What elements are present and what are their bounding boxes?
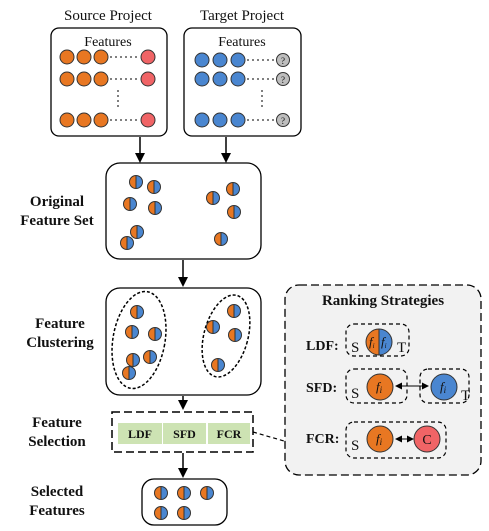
ldf-source-letter: S — [351, 340, 359, 356]
fcr-row-label: FCR: — [306, 432, 339, 447]
strategy-ldf[interactable]: LDF — [118, 423, 162, 444]
source-project-box: Features — [50, 27, 168, 137]
svg-text:fi: fi — [376, 379, 383, 395]
source-feature-row — [59, 71, 156, 87]
ldf-group — [345, 323, 410, 357]
feature-node — [129, 175, 143, 189]
ldf-source-feature-symbol: fi — [369, 334, 375, 350]
feature-clustering-box — [105, 287, 262, 396]
ldf-target-feature-symbol: fi — [381, 334, 387, 350]
fcr-group — [345, 421, 447, 459]
feature-node — [177, 486, 191, 500]
target-project-box: Features ? ? ? — [183, 27, 302, 137]
feature-node — [130, 225, 144, 239]
feature-node — [206, 191, 220, 205]
source-feature-row — [59, 112, 156, 128]
source-features-label: Features — [84, 35, 131, 50]
feature-node — [214, 232, 228, 246]
original-feature-set-label-line2: Feature Set — [20, 213, 93, 229]
target-project-title: Target Project — [200, 8, 285, 24]
feature-node — [122, 366, 136, 380]
unknown-label-mark: ? — [281, 116, 285, 126]
feature-node — [154, 486, 168, 500]
source-feature-row — [59, 49, 156, 65]
original-feature-set-label-line1: Original — [30, 194, 84, 210]
svg-text:fi: fi — [376, 431, 383, 447]
fcr-feature: fi — [366, 425, 394, 453]
svg-text:fi: fi — [440, 379, 447, 395]
cluster-ellipse — [111, 290, 167, 390]
sfd-target-letter: T — [461, 388, 470, 404]
feature-clustering-label-line1: Feature — [35, 316, 85, 332]
feature-node — [126, 353, 140, 367]
feature-selection-box: LDF SFD FCR — [111, 411, 254, 453]
ranking-strategies-title: Ranking Strategies — [322, 293, 444, 309]
feature-node — [211, 358, 225, 372]
feature-node — [226, 182, 240, 196]
fcr-source-letter: S — [351, 438, 359, 454]
feature-node — [130, 305, 144, 319]
cluster-ellipse — [201, 294, 251, 378]
strategy-fcr-label: FCR — [217, 427, 242, 441]
selected-features-label-line2: Features — [29, 503, 85, 519]
class-letter: C — [422, 433, 431, 448]
strategy-fcr[interactable]: FCR — [208, 423, 250, 444]
feature-node — [147, 180, 161, 194]
target-features-label: Features — [218, 35, 265, 50]
feature-node — [227, 304, 241, 318]
feature-node — [228, 328, 242, 342]
feature-node — [200, 486, 214, 500]
ranking-strategies-panel: Ranking Strategies LDF: S fi fi T SFD: S… — [284, 284, 482, 476]
strategy-sfd-label: SFD — [173, 427, 196, 441]
strategy-ldf-label: LDF — [128, 427, 152, 441]
target-feature-row: ? — [194, 52, 290, 68]
selection-to-ranking-connector — [252, 431, 285, 442]
feature-clustering-label-line2: Clustering — [26, 335, 94, 351]
strategy-sfd[interactable]: SFD — [163, 423, 206, 444]
sfd-row-label: SFD: — [306, 381, 337, 396]
unknown-label-mark: ? — [281, 56, 285, 66]
fcr-class-node: C — [413, 425, 441, 453]
feature-node — [148, 327, 162, 341]
ldf-target-letter: T — [397, 340, 406, 356]
target-feature-row: ? — [194, 112, 290, 128]
feature-node — [125, 325, 139, 339]
sfd-source-feature: fi — [366, 373, 394, 401]
feature-node — [120, 236, 134, 250]
sfd-target-feature: fi — [430, 373, 458, 401]
feature-node — [154, 506, 168, 520]
sfd-target-group — [419, 368, 470, 404]
feature-selection-label-line1: Feature — [32, 415, 82, 431]
feature-node — [177, 506, 191, 520]
feature-node — [227, 205, 241, 219]
feature-node — [148, 201, 162, 215]
feature-node — [206, 320, 220, 334]
original-feature-set-box — [105, 162, 262, 260]
ldf-row-label: LDF: — [306, 339, 339, 354]
feature-selection-label-line2: Selection — [28, 434, 86, 450]
selected-features-label-line1: Selected — [31, 484, 84, 500]
source-project-title: Source Project — [64, 8, 153, 24]
unknown-label-mark: ? — [281, 75, 285, 85]
feature-node — [123, 197, 137, 211]
target-feature-row: ? — [194, 71, 290, 87]
feature-node — [143, 350, 157, 364]
sfd-source-letter: S — [351, 386, 359, 402]
selected-features-box — [141, 478, 228, 526]
ldf-mixed-feature: fi fi — [365, 328, 393, 356]
